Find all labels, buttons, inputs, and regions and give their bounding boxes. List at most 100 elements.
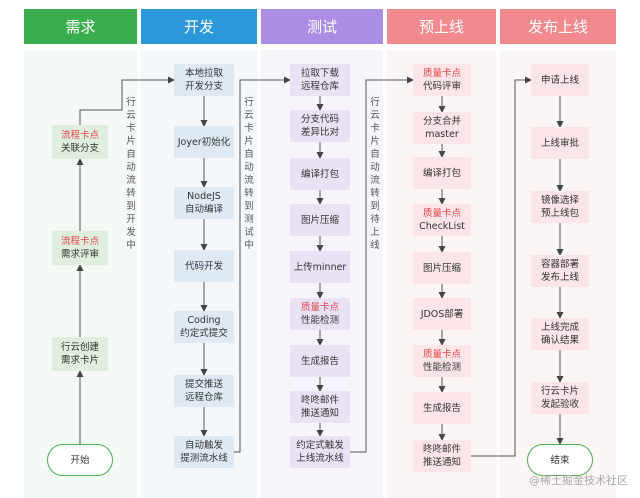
step-label: master	[425, 129, 459, 140]
test-step-node: 生成报告	[290, 345, 350, 377]
test-to-pre-arrow	[350, 76, 414, 453]
step-label: 分支合并	[422, 116, 461, 127]
step-label: 远程仓库	[300, 81, 339, 92]
step-label: 生成报告	[300, 355, 339, 367]
step-label: 质量卡点	[300, 302, 339, 313]
step-label: 本地拉取	[184, 68, 223, 79]
step-label: 差异比对	[300, 127, 339, 138]
rel-step-node: 上线审批	[531, 127, 589, 159]
pre-step-node: JDOS部署	[413, 298, 471, 330]
step-label: 质量卡点	[422, 208, 461, 219]
pre-step-node: 质量卡点 CheckList	[413, 204, 471, 236]
req-step-node: 开始	[47, 444, 113, 476]
req-step-node: 行云创建需求卡片	[52, 337, 108, 371]
rel-step-node: 上线完成确认结果	[531, 318, 589, 350]
step-label: 咚咚邮件	[300, 395, 339, 406]
auto-transition-note: 行云卡片自动流转到开发中	[126, 97, 136, 251]
lane-header-req: 需求	[24, 9, 137, 44]
step-label: 确认结果	[540, 335, 579, 346]
step-label: 生成报告	[422, 402, 461, 414]
step-label: 关联分支	[60, 143, 99, 154]
dev-step-node: 本地拉取开发分支	[174, 64, 234, 96]
dev-to-test-arrow	[234, 76, 291, 453]
req-step-node: 流程卡点需求评审	[52, 231, 108, 265]
step-label: Coding	[187, 315, 221, 326]
step-label: 发布上线	[540, 272, 579, 283]
step-label: JDOS部署	[420, 308, 464, 320]
step-label: 咚咚邮件	[422, 444, 461, 455]
dev-step-node: 代码开发	[174, 250, 234, 282]
step-label: 上传minner	[293, 261, 347, 273]
dev-step-node: 自动触发提测流水线	[174, 436, 234, 468]
pre-to-rel-arrow	[471, 76, 532, 457]
step-label: Joyer初始化	[177, 136, 231, 148]
step-label: 推送通知	[300, 408, 339, 419]
step-label: 需求评审	[60, 249, 99, 260]
step-label: 性能检测	[422, 362, 461, 373]
step-label: 自动触发	[184, 440, 223, 451]
test-step-node: 上传minner	[290, 251, 350, 283]
rel-step-node: 行云卡片发起验收	[531, 382, 589, 414]
step-label: 开始	[70, 454, 90, 466]
step-label: 提测流水线	[180, 453, 228, 464]
step-label: 开发分支	[184, 81, 223, 92]
step-label: 编译打包	[300, 168, 339, 180]
auto-transition-note: 行云卡片自动流转到测试中	[244, 97, 254, 251]
dev-step-node: Coding 约定式提交	[174, 311, 234, 343]
step-label: 上线完成	[540, 322, 579, 333]
test-step-node: 分支代码差异比对	[290, 110, 350, 142]
lane-header-dev: 开发	[141, 9, 257, 44]
step-label: 行云卡片	[540, 386, 579, 397]
step-label: 申请上线	[540, 74, 579, 86]
test-step-node: 编译打包	[290, 158, 350, 190]
test-step-node: 咚咚邮件推送通知	[290, 391, 350, 423]
step-label: 行云创建	[60, 342, 99, 353]
step-label: 推送通知	[422, 457, 461, 468]
step-label: 容器部署	[540, 259, 579, 270]
step-label: 结束	[550, 454, 570, 466]
step-label: 图片压缩	[422, 262, 461, 274]
pre-step-node: 分支合并 master	[413, 112, 471, 144]
step-label: 流程卡点	[60, 236, 99, 247]
step-label: 流程卡点	[60, 130, 99, 141]
step-label: 编译打包	[422, 167, 461, 179]
rel-step-node: 结束	[527, 444, 593, 476]
pre-step-node: 咚咚邮件推送通知	[413, 440, 471, 472]
step-label: 远程仓库	[184, 392, 223, 403]
step-label: 代码开发	[184, 260, 223, 272]
lane-header-pre: 预上线	[387, 9, 496, 44]
rel-step-node: 容器部署发布上线	[531, 255, 589, 287]
step-label: 镜像选择	[540, 195, 579, 206]
step-label: 自动编译	[184, 204, 223, 215]
pre-step-node: 质量卡点代码评审	[413, 64, 471, 96]
req-step-node: 流程卡点关联分支	[52, 125, 108, 159]
step-label: 约定式提交	[180, 328, 228, 339]
lane-header-rel: 发布上线	[500, 9, 616, 44]
step-label: 约定式触发	[296, 440, 344, 451]
dev-step-node: Joyer初始化	[174, 126, 234, 158]
rel-step-node: 镜像选择预上线包	[531, 191, 589, 223]
step-label: 上线审批	[540, 137, 579, 149]
step-label: 分支代码	[300, 114, 339, 125]
pre-step-node: 质量卡点性能检测	[413, 345, 471, 377]
pre-step-node: 图片压缩	[413, 252, 471, 284]
test-step-node: 质量卡点性能检测	[290, 298, 350, 330]
rel-step-node: 申请上线	[531, 64, 589, 96]
step-label: CheckList	[419, 221, 465, 232]
lane-header-test: 测试	[261, 9, 383, 44]
step-label: 图片压缩	[300, 214, 339, 226]
step-label: 需求卡片	[60, 355, 99, 366]
test-step-node: 图片压缩	[290, 204, 350, 236]
step-label: 质量卡点	[422, 349, 461, 360]
step-label: 预上线包	[540, 208, 579, 219]
step-label: 代码评审	[422, 81, 461, 92]
pre-step-node: 生成报告	[413, 392, 471, 424]
step-label: 提交推送	[184, 379, 223, 390]
step-label: 发起验收	[540, 399, 579, 410]
test-step-node: 拉取下载远程仓库	[290, 64, 350, 96]
dev-step-node: 提交推送远程仓库	[174, 375, 234, 407]
watermark: @稀土掘金技术社区	[529, 474, 628, 487]
step-label: 上线流水线	[296, 453, 344, 464]
